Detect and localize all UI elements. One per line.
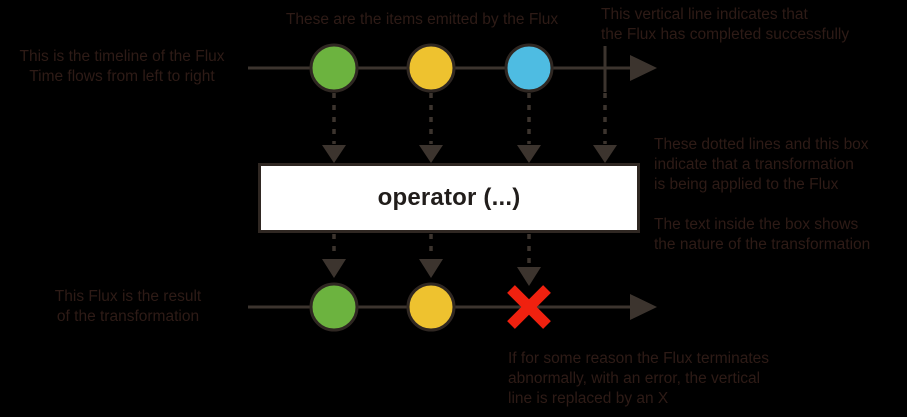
arrowhead-green-out xyxy=(322,259,346,278)
source-timeline-arrowhead xyxy=(630,55,657,81)
annotation-error-terminal: If for some reason the Flux terminates a… xyxy=(508,350,770,407)
arrowhead-error-out xyxy=(517,267,541,286)
annotation-transformation: These dotted lines and this box indicate… xyxy=(654,136,869,193)
arrowhead-blue-in xyxy=(517,145,541,163)
arrowhead-green-in xyxy=(322,145,346,163)
operator-box[interactable]: operator (...) xyxy=(258,163,640,233)
operator-box-label: operator (...) xyxy=(377,184,521,211)
yellow-marble-source xyxy=(406,43,456,93)
error-x-icon xyxy=(507,285,551,329)
green-marble-result xyxy=(309,282,359,332)
blue-marble-source xyxy=(504,43,554,93)
arrowhead-yellow-in xyxy=(419,145,443,163)
result-timeline-arrowhead xyxy=(630,294,657,320)
arrowhead-completion-in xyxy=(593,145,617,163)
green-marble-source xyxy=(309,43,359,93)
annotation-completion-line: This vertical line indicates that the Fl… xyxy=(601,6,850,43)
annotation-items-emitted: These are the items emitted by the Flux xyxy=(285,11,559,28)
dotted-arrows-into-operator xyxy=(322,93,617,163)
result-marbles-group xyxy=(309,282,456,332)
source-marbles-group xyxy=(309,43,554,93)
annotation-box-text-meaning: The text inside the box shows the nature… xyxy=(654,216,871,253)
yellow-marble-result xyxy=(406,282,456,332)
annotation-result-timeline: This Flux is the result of the transform… xyxy=(54,288,202,325)
dotted-arrows-out-of-operator xyxy=(322,234,541,286)
arrowhead-yellow-out xyxy=(419,259,443,278)
annotation-source-timeline: This is the timeline of the Flux Time fl… xyxy=(19,48,225,85)
